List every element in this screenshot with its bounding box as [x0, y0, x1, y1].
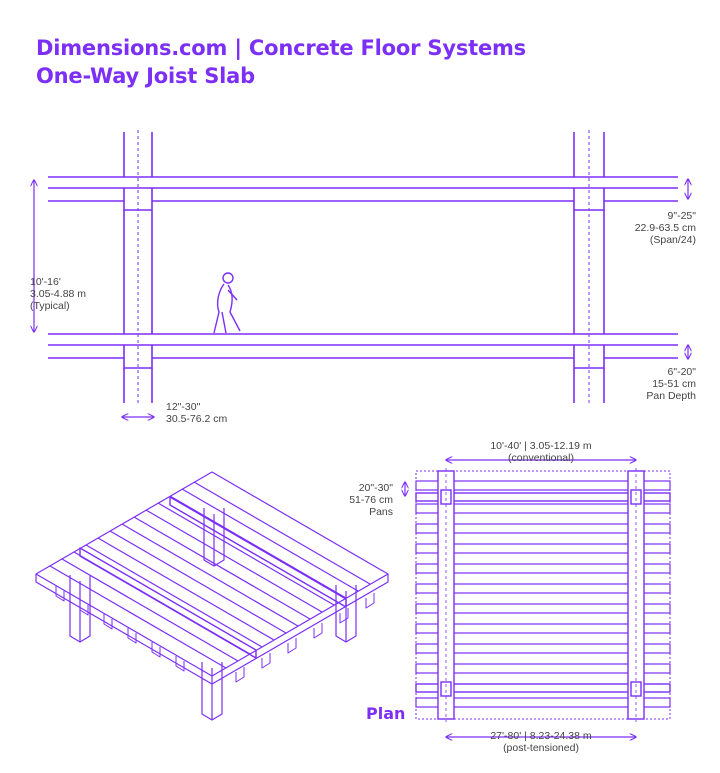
- plan-dimension-lines: [405, 460, 636, 737]
- section-view: [48, 130, 678, 405]
- pans-label: 20"-30" 51-76 cm Pans: [349, 482, 393, 518]
- span-conventional-label: 10'-40' | 3.05-12.19 m (conventional): [490, 440, 592, 464]
- height-dimension-label: 10'-16' 3.05-4.88 m (Typical): [30, 276, 87, 312]
- slab-depth-label: 9"-25" 22.9-63.5 cm (Span/24): [634, 210, 696, 246]
- isometric-view: [35, 471, 389, 721]
- plan-view: [415, 468, 671, 722]
- title-line-1: Dimensions.com | Concrete Floor Systems: [36, 36, 526, 60]
- person-figure: [213, 272, 241, 334]
- span-post-tensioned-label: 27'-80' | 8.23-24.38 m (post-tensioned): [490, 730, 592, 754]
- section-dimension-lines: [34, 179, 688, 417]
- plan-label: Plan: [366, 704, 406, 723]
- title-line-2: One-Way Joist Slab: [36, 64, 255, 88]
- pan-depth-label: 6"-20" 15-51 cm Pan Depth: [646, 366, 696, 402]
- column-width-label: 12"-30" 30.5-76.2 cm: [166, 401, 228, 425]
